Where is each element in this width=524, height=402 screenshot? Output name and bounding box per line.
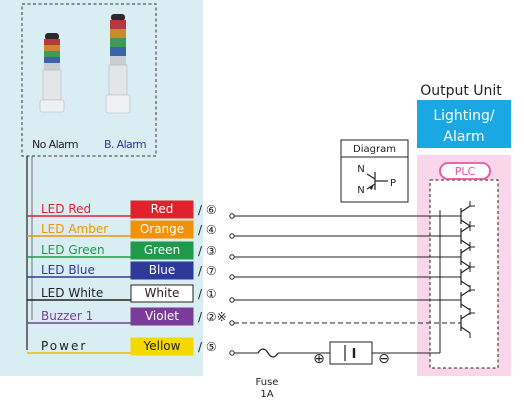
plc-inner-box <box>429 179 499 369</box>
transistor-icon <box>460 242 475 272</box>
wire-signal-label: LED Green <box>41 243 105 257</box>
wire-color-label: Green <box>144 243 180 257</box>
wire-color-label: White <box>145 286 180 300</box>
wire-color-label: Violet <box>145 309 179 323</box>
wire-color-box <box>130 200 194 219</box>
wire-signal-label: Power <box>41 339 87 353</box>
fuse-icon <box>257 348 279 358</box>
terminal-dot <box>229 350 235 356</box>
wire-signal-label: Buzzer 1 <box>41 309 93 323</box>
wire-pin-number: / ⑦ <box>198 264 217 278</box>
transistor-diagram-legend: Diagram N N P <box>340 139 409 203</box>
transistor-icon <box>460 285 475 315</box>
battery-minus-icon: ⊖ <box>378 351 390 367</box>
plc-badge <box>439 162 491 180</box>
wire-pin-number: / ⑥ <box>198 203 217 217</box>
product-box <box>21 3 157 157</box>
wire-pin-number: / ④ <box>198 223 217 237</box>
legend-p: P <box>390 178 396 189</box>
legend-title: Diagram <box>353 144 396 155</box>
wire-signal-label: LED White <box>41 286 103 300</box>
wire-row: LED Green Green / ③ <box>27 241 475 272</box>
lighting-alarm-label-line1: Lighting/ <box>433 108 495 124</box>
wire-signal-label: LED Red <box>41 202 91 216</box>
wire-color-label: Red <box>151 202 174 216</box>
wire-row: Power Yellow / ⑤ <box>27 337 235 356</box>
wire-color-box <box>130 307 194 326</box>
legend-n-bottom: N <box>357 185 364 196</box>
wire-color-box <box>130 284 194 303</box>
terminal-dot <box>229 297 235 303</box>
fuse-label: Fuse <box>256 377 279 388</box>
wire-pin-number: / ⑤ <box>198 340 217 354</box>
terminal-dot <box>229 274 235 280</box>
wire-pin-number: / ②※ <box>198 310 227 324</box>
transistor-icon <box>460 308 475 338</box>
wire-pin-number: / ① <box>198 287 217 301</box>
label-no-alarm: No Alarm <box>32 138 78 151</box>
lighting-alarm-label-line2: Alarm <box>443 129 484 145</box>
wire-color-box <box>130 220 194 239</box>
terminal-dot <box>229 320 235 326</box>
battery-plus-icon: ⊕ <box>313 351 325 367</box>
wire-color-box <box>130 241 194 260</box>
wire-signal-label: LED Blue <box>41 263 95 277</box>
wire-row: LED White White / ① <box>27 284 475 315</box>
wire-row: LED Red Red / ⑥ <box>27 200 475 231</box>
terminal-dot <box>229 254 235 260</box>
wire-color-label: Blue <box>149 263 176 277</box>
wire-signal-label: LED Amber <box>41 222 108 236</box>
transistor-icon <box>460 201 475 231</box>
wire-row: LED Blue Blue / ⑦ <box>27 261 475 292</box>
signal-tower-b-alarm <box>105 14 131 114</box>
wire-color-label: Orange <box>140 222 184 236</box>
fuse-rating-label: 1A <box>260 389 273 400</box>
battery-icon <box>329 341 373 365</box>
wire-row: LED Amber Orange / ④ <box>27 220 475 251</box>
wire-pin-number: / ③ <box>198 244 217 258</box>
label-b-alarm: B. Alarm <box>104 138 146 151</box>
output-unit-title: Output Unit <box>420 83 502 99</box>
lighting-alarm-tile <box>417 100 511 148</box>
signal-tower-no-alarm <box>39 33 65 113</box>
legend-n-top: N <box>357 164 364 175</box>
wire-color-box <box>130 337 194 356</box>
plc-label: PLC <box>455 165 476 178</box>
wire-row: Buzzer 1 Violet / ②※ <box>27 307 475 338</box>
terminal-dot <box>229 213 235 219</box>
wire-color-box <box>130 261 194 280</box>
terminal-dot <box>229 233 235 239</box>
wire-color-label: Yellow <box>143 339 181 353</box>
